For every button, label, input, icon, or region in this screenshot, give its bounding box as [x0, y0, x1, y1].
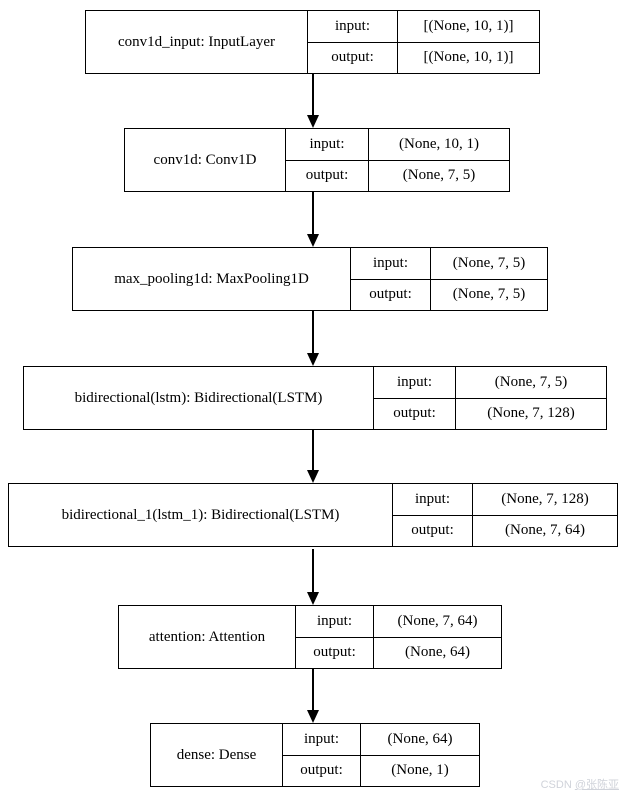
output-label: output:: [393, 515, 473, 546]
input-label: input:: [283, 724, 361, 755]
watermark-username: @张陈亚: [574, 779, 619, 791]
output-label: output:: [351, 279, 431, 310]
arrow-head-icon: [307, 234, 319, 247]
arrow-shaft: [312, 430, 314, 470]
output-shape: (None, 7, 5): [452, 286, 526, 303]
arrow-shaft: [312, 549, 314, 592]
layer-name: bidirectional_1(lstm_1): Bidirectional(L…: [9, 484, 393, 546]
flow-arrow: [306, 668, 320, 723]
arrow-shaft: [312, 192, 314, 234]
output-shape: (None, 7, 128): [487, 405, 575, 422]
layer-name: dense: Dense: [151, 724, 283, 786]
arrow-shaft: [312, 310, 314, 353]
flow-arrow: [306, 549, 320, 605]
input-label: input:: [351, 248, 431, 279]
csdn-watermark: CSDN @张陈亚: [541, 776, 619, 792]
arrow-head-icon: [307, 115, 319, 128]
input-label: input:: [374, 367, 456, 398]
output-label: output:: [308, 42, 398, 73]
layer-name: conv1d: Conv1D: [125, 129, 286, 191]
layer-node-conv1d-input: conv1d_input: InputLayer input: [(None, …: [85, 10, 540, 74]
input-shape: (None, 10, 1): [399, 135, 479, 152]
input-shape: (None, 7, 5): [452, 254, 526, 271]
arrow-head-icon: [307, 592, 319, 605]
layer-node-bidirectional-lstm: bidirectional(lstm): Bidirectional(LSTM)…: [23, 366, 607, 430]
layer-node-max-pooling1d: max_pooling1d: MaxPooling1D input: (None…: [72, 247, 548, 311]
output-label: output:: [283, 755, 361, 786]
arrow-shaft: [312, 668, 314, 710]
layer-node-dense: dense: Dense input: (None, 64) output: (…: [150, 723, 480, 787]
output-label: output:: [296, 637, 374, 668]
input-label: input:: [393, 484, 473, 515]
arrow-head-icon: [307, 353, 319, 366]
layer-node-attention: attention: Attention input: (None, 7, 64…: [118, 605, 502, 669]
watermark-prefix: CSDN: [540, 779, 575, 791]
output-shape: (None, 7, 5): [402, 167, 476, 184]
flow-arrow: [306, 192, 320, 247]
input-shape: (None, 7, 128): [501, 490, 589, 507]
flow-arrow: [306, 310, 320, 366]
input-shape: (None, 7, 5): [494, 373, 568, 390]
arrow-head-icon: [307, 710, 319, 723]
input-shape: (None, 7, 64): [397, 612, 478, 629]
output-label: output:: [286, 160, 369, 191]
output-shape: (None, 64): [405, 644, 470, 661]
flow-arrow: [306, 74, 320, 128]
input-label: input:: [286, 129, 369, 160]
layer-node-bidirectional-1-lstm-1: bidirectional_1(lstm_1): Bidirectional(L…: [8, 483, 618, 547]
layer-node-conv1d: conv1d: Conv1D input: (None, 10, 1) outp…: [124, 128, 510, 192]
output-shape: [(None, 10, 1)]: [423, 49, 514, 66]
input-shape: [(None, 10, 1)]: [423, 17, 514, 34]
output-shape: (None, 7, 64): [505, 522, 585, 539]
input-label: input:: [308, 11, 398, 42]
layer-name: conv1d_input: InputLayer: [86, 11, 308, 73]
arrow-shaft: [312, 74, 314, 115]
input-label: input:: [296, 606, 374, 637]
flow-arrow: [306, 430, 320, 483]
output-label: output:: [374, 398, 456, 429]
layer-name: max_pooling1d: MaxPooling1D: [73, 248, 351, 310]
layer-name: attention: Attention: [119, 606, 296, 668]
input-shape: (None, 64): [387, 730, 453, 747]
arrow-head-icon: [307, 470, 319, 483]
output-shape: (None, 1): [391, 762, 449, 779]
layer-name: bidirectional(lstm): Bidirectional(LSTM): [24, 367, 374, 429]
